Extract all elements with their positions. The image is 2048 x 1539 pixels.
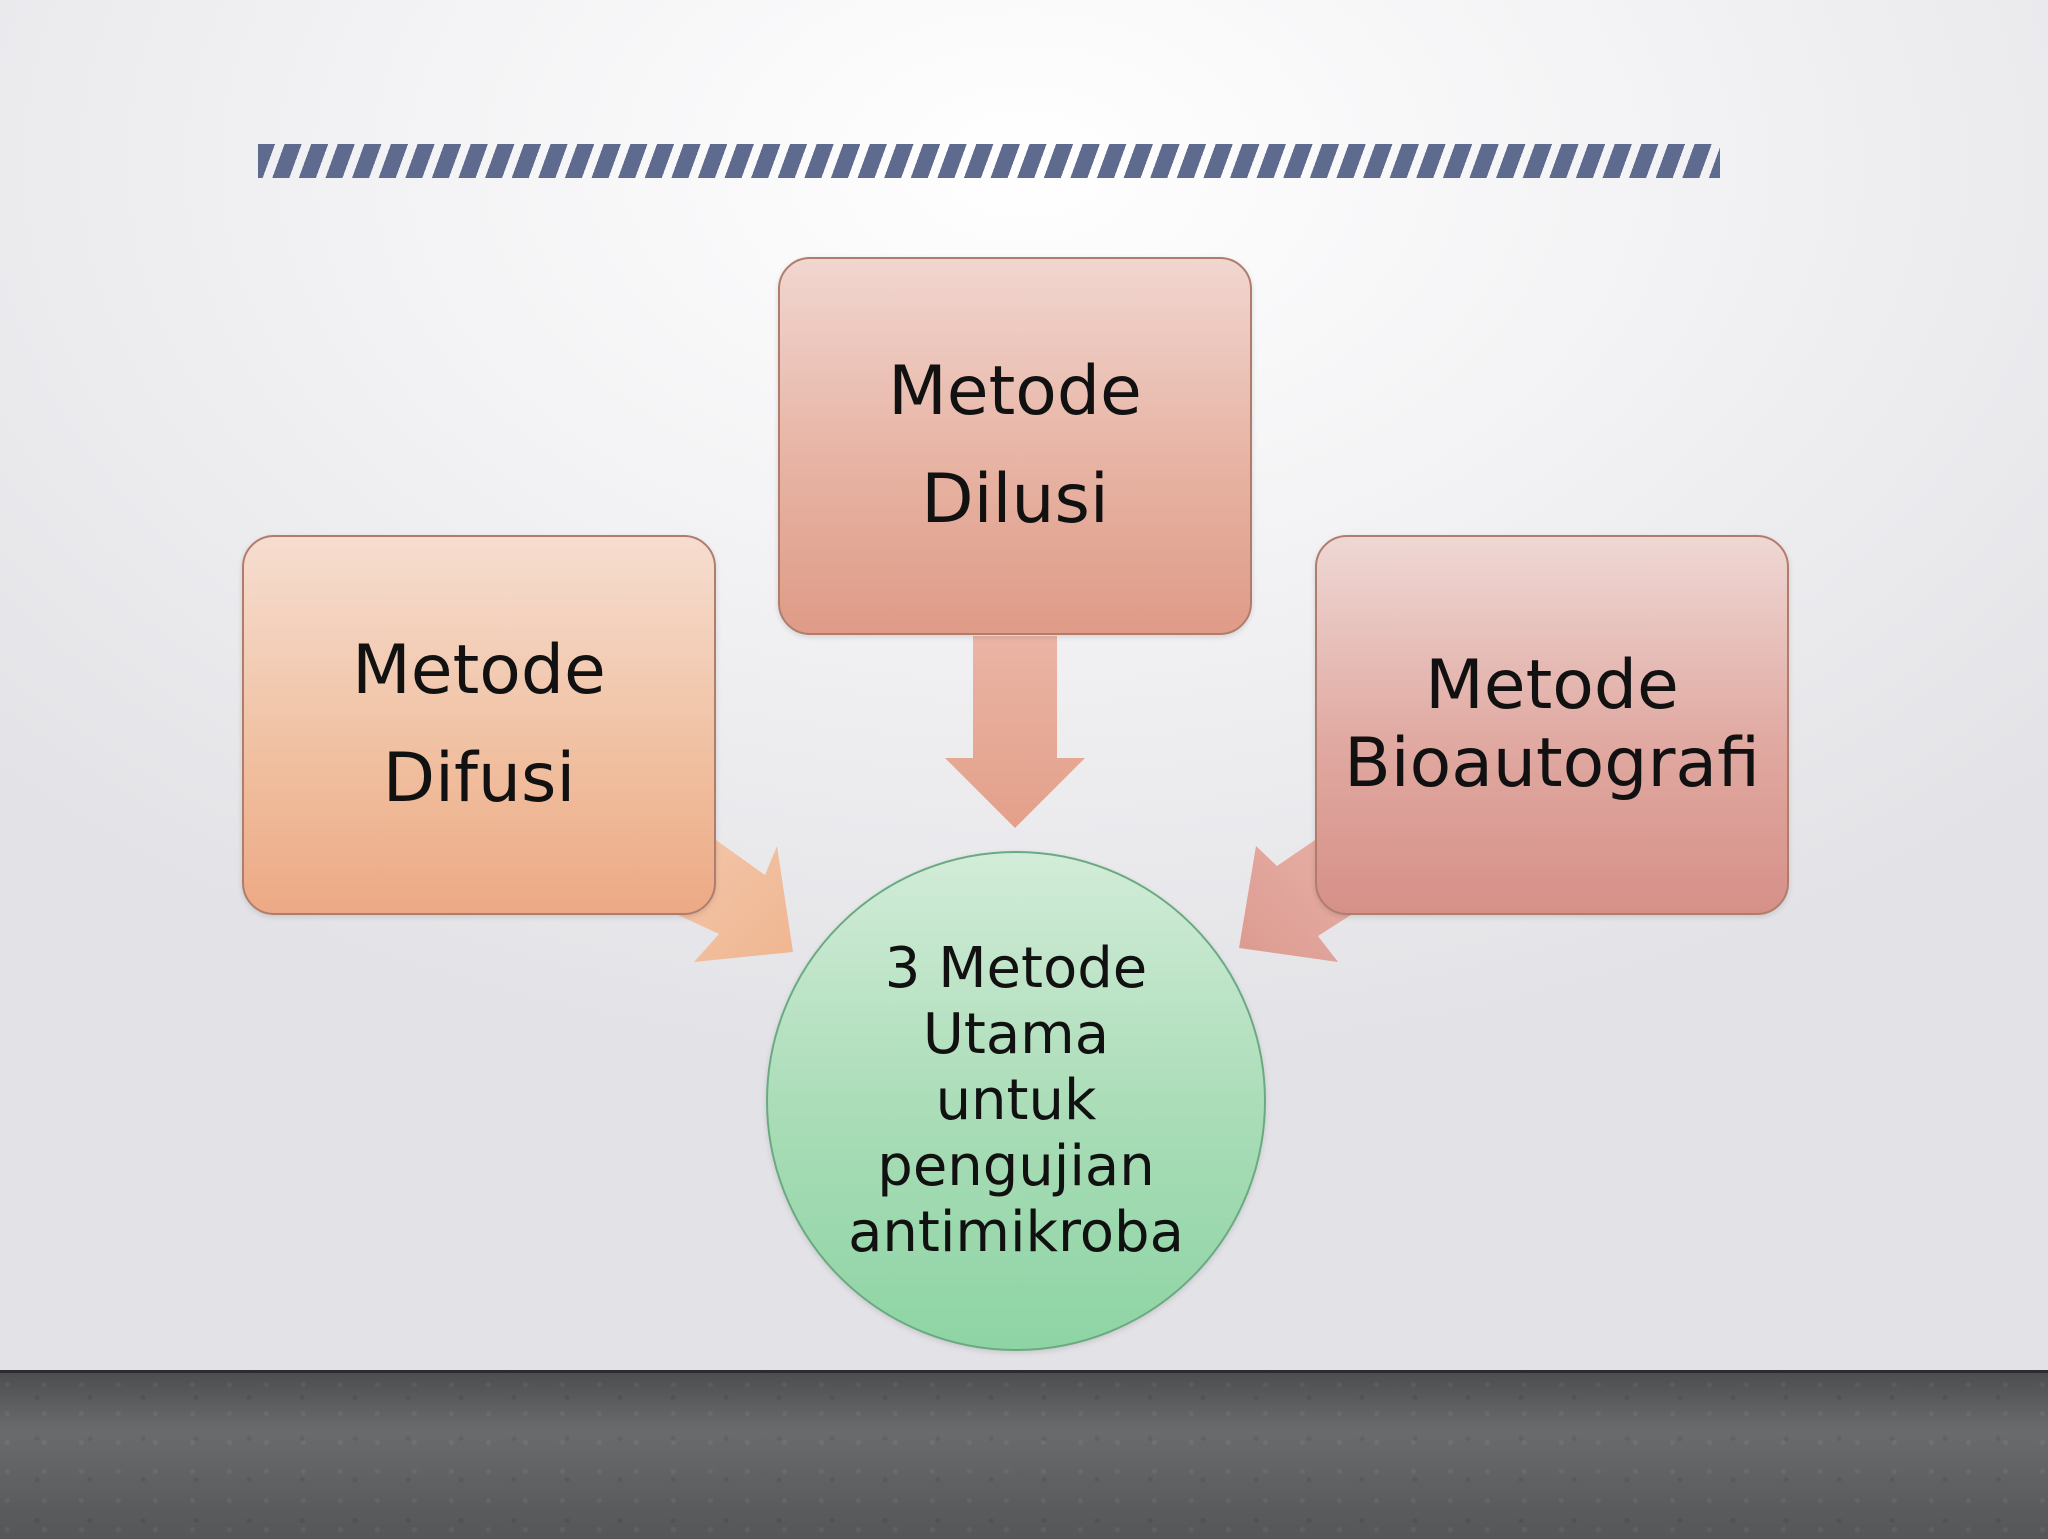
node-metode-difusi: Metode Difusi bbox=[242, 535, 716, 915]
node-metode-dilusi: Metode Dilusi bbox=[778, 257, 1252, 635]
center-label-line: untuk bbox=[935, 1068, 1097, 1133]
node-metode-bioautografi: Metode Bioautografi bbox=[1315, 535, 1789, 915]
node-label-line: Difusi bbox=[382, 739, 576, 818]
center-label-line: pengujian bbox=[877, 1134, 1155, 1199]
center-label-line: 3 Metode bbox=[884, 936, 1148, 1001]
center-label-line: Utama bbox=[922, 1002, 1110, 1067]
node-label-line: Metode bbox=[352, 631, 606, 710]
decorative-stripe-bar bbox=[258, 144, 1720, 178]
arrow-dilusi-to-center bbox=[945, 636, 1085, 828]
node-label-line: Metode bbox=[888, 352, 1142, 431]
node-label-line: Metode bbox=[1425, 646, 1679, 725]
node-label-line: Bioautografi bbox=[1344, 724, 1760, 803]
floor-background bbox=[0, 1370, 2048, 1539]
node-center-circle: 3 Metode Utama untuk pengujian antimikro… bbox=[766, 851, 1266, 1351]
center-label-line: antimikroba bbox=[848, 1200, 1184, 1265]
node-label-line: Dilusi bbox=[921, 460, 1109, 539]
